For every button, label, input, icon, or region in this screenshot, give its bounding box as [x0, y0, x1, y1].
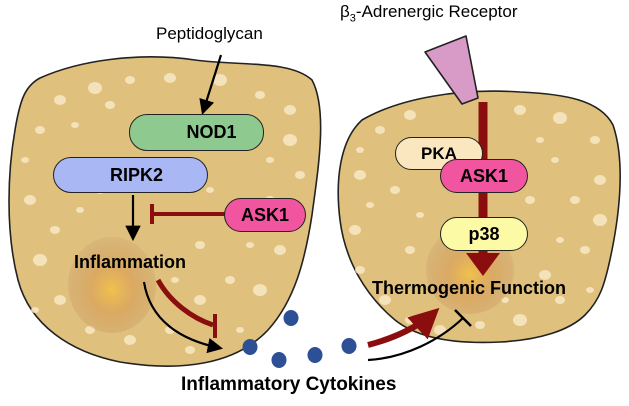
- cell-texture-spot: [225, 276, 235, 284]
- p38-protein: p38: [440, 217, 528, 251]
- cell-texture-spot: [405, 316, 415, 324]
- cell-texture-spot: [570, 196, 580, 204]
- cell-texture-spot: [125, 76, 135, 84]
- cell-texture-spot: [88, 82, 102, 94]
- cell-texture-spot: [274, 245, 286, 255]
- cell-texture-spot: [556, 237, 564, 243]
- thermogenic-function-label: Thermogenic Function: [372, 278, 567, 298]
- cell-texture-spot: [31, 307, 39, 313]
- beta3-receptor-label: β3-Adrenergic Receptor: [340, 2, 517, 24]
- cell-texture-spot: [580, 246, 590, 254]
- cell-texture-spot: [295, 171, 305, 179]
- cell-texture-spot: [194, 295, 206, 305]
- cell-texture-spot: [405, 246, 415, 254]
- ask1-protein-left: ASK1: [224, 198, 306, 232]
- cell-texture-spot: [124, 335, 136, 345]
- receptor-suffix: -Adrenergic Receptor: [355, 2, 518, 21]
- cytokine-dot: [307, 347, 323, 363]
- cell-texture-spot: [195, 241, 205, 249]
- cell-texture-spot: [236, 327, 244, 333]
- cytokine-dot: [271, 352, 287, 368]
- cell-texture-spot: [21, 157, 29, 163]
- cell-texture-spot: [206, 187, 214, 193]
- cell-texture-spot: [551, 157, 559, 163]
- cell-texture-spot: [539, 270, 551, 280]
- peptidoglycan-arrow: [199, 54, 223, 115]
- ripk2-protein: RIPK2: [53, 157, 208, 193]
- cell-texture-spot: [284, 105, 296, 115]
- cell-texture-spot: [185, 346, 195, 354]
- cell-texture-spot: [366, 202, 374, 208]
- cell-texture-spot: [356, 147, 364, 153]
- peptidoglycan-label: Peptidoglycan: [156, 24, 263, 43]
- beta3-receptor-shape: [424, 35, 479, 105]
- cell-texture-spot: [375, 126, 385, 134]
- cell-texture-spot: [54, 95, 66, 105]
- cytokine-dot: [341, 338, 357, 354]
- inflammatory-cytokines-label: Inflammatory Cytokines: [181, 374, 397, 395]
- cell-texture-spot: [71, 122, 79, 128]
- cytokine-dot: [283, 310, 299, 326]
- cell-texture-spot: [283, 134, 297, 146]
- cell-texture-spot: [354, 170, 366, 180]
- cell-texture-spot: [105, 101, 115, 109]
- cell-texture-spot: [349, 225, 361, 235]
- inflammation-to-cytokines-arrow: [142, 281, 224, 354]
- pka-protein: PKA: [395, 137, 483, 170]
- cell-texture-spot: [355, 266, 365, 274]
- cytokine-dot: [242, 339, 258, 355]
- cell-texture-spot: [525, 196, 535, 204]
- cytokine-dots: [242, 310, 357, 368]
- cell-texture-spot: [586, 287, 594, 293]
- thermogenic-inhibition-bar: [454, 309, 472, 327]
- cell-texture-spot: [390, 186, 400, 194]
- nod1-protein: NOD1: [129, 114, 264, 151]
- cell-texture-spot: [246, 242, 254, 248]
- ask1-protein-right: ASK1: [440, 159, 528, 193]
- cytokines-to-thermogenic-arrow: [367, 307, 440, 348]
- cell-texture-spot: [475, 321, 485, 329]
- cell-texture-spot: [35, 126, 45, 134]
- cell-texture-spot: [555, 296, 565, 304]
- cell-texture-spot: [255, 91, 265, 99]
- cell-texture-spot: [416, 212, 424, 218]
- cell-texture-spot: [50, 226, 60, 234]
- cell-texture-spot: [54, 295, 66, 305]
- cell-texture-spot: [164, 73, 176, 83]
- cell-texture-spot: [590, 136, 600, 144]
- cell-texture-spot: [593, 214, 607, 226]
- cell-texture-spot: [513, 314, 527, 326]
- cell-texture-spot: [266, 157, 274, 163]
- inflammation-label: Inflammation: [74, 252, 187, 272]
- left-nucleus: [68, 237, 156, 333]
- cell-texture-spot: [76, 207, 84, 213]
- cell-texture-spot: [553, 112, 567, 124]
- cell-texture-spot: [536, 137, 544, 143]
- receptor-subscript: 3: [349, 12, 356, 25]
- cell-texture-spot: [213, 74, 227, 86]
- cell-texture-spot: [404, 110, 416, 120]
- cell-texture-spot: [24, 195, 36, 205]
- cell-texture-spot: [594, 175, 606, 185]
- cytokines-inhibit-thermogenic: [367, 317, 464, 362]
- ask1-blocks-cytokine-release: [155, 278, 214, 328]
- receptor-signal-arrowhead: [466, 253, 500, 276]
- cell-texture-spot: [514, 105, 526, 115]
- cell-texture-spot: [379, 295, 391, 305]
- cell-texture-spot: [171, 277, 179, 283]
- cell-texture-spot: [253, 284, 267, 296]
- cell-texture-spot: [33, 254, 47, 266]
- left-cell-spots: [21, 73, 305, 354]
- receptor-prefix: β: [340, 2, 350, 21]
